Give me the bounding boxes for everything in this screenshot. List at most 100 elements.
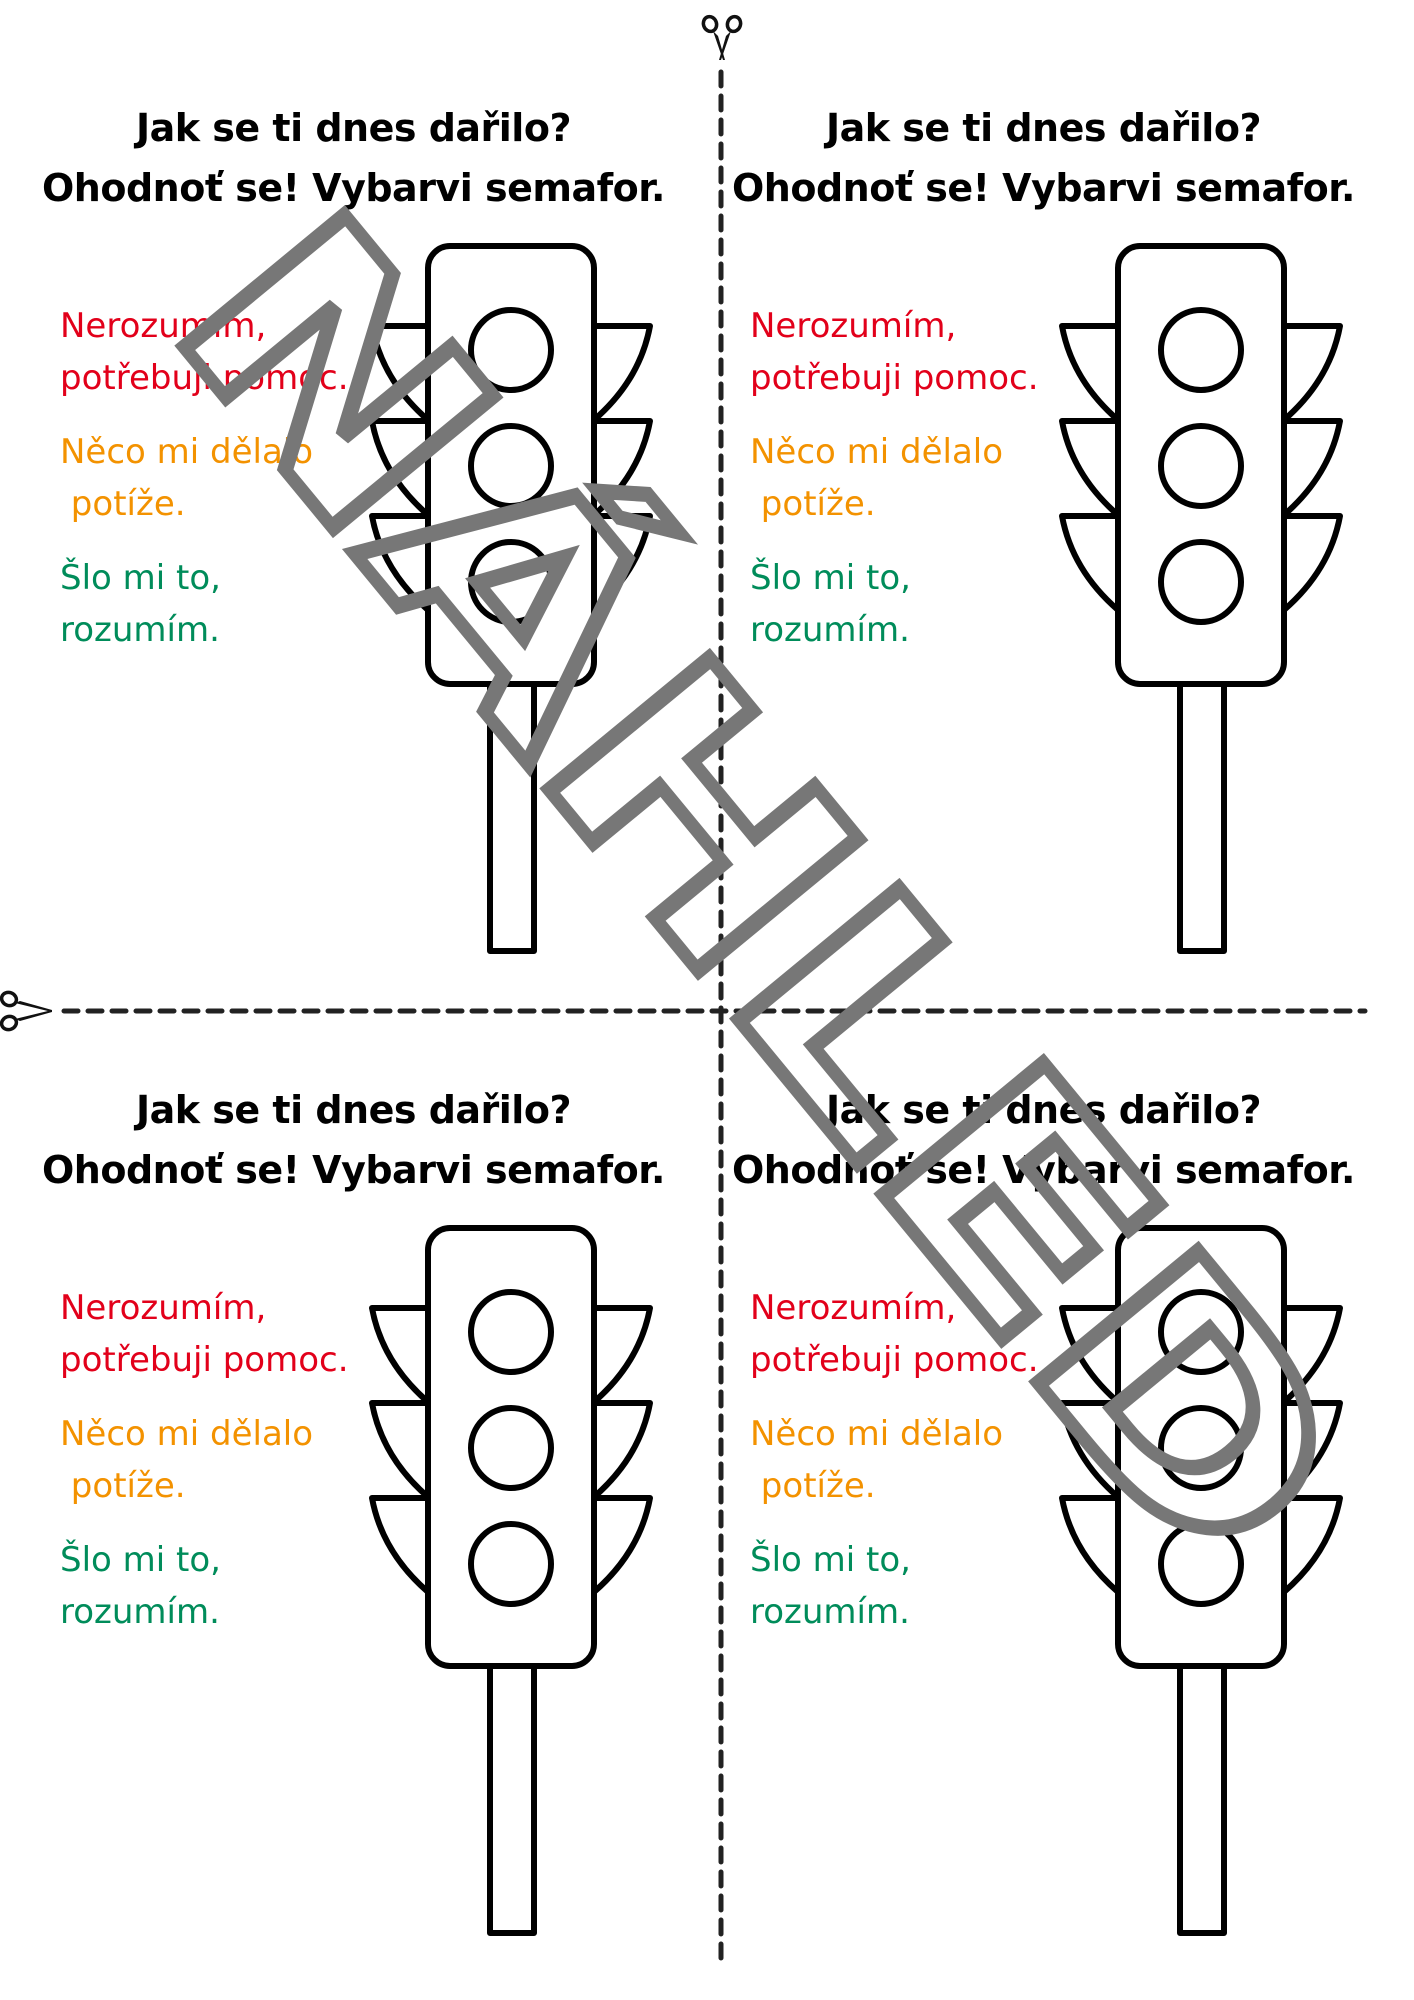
- visor-right-3: [1281, 1495, 1343, 1595]
- worksheet-card-top-left: Jak se ti dnes dařilo? Ohodnoť se! Vybar…: [0, 0, 707, 980]
- visor-left-2: [1059, 418, 1121, 518]
- label-green-line-2: rozumím.: [60, 610, 220, 650]
- light-green: [468, 1521, 554, 1607]
- light-orange: [1158, 423, 1244, 509]
- light-red: [468, 1289, 554, 1375]
- label-green-line-1: Šlo mi to,: [60, 558, 221, 598]
- label-orange: Něco mi dělalo potíže.: [750, 426, 1039, 530]
- light-red: [1158, 307, 1244, 393]
- label-orange-line-2: potíže.: [60, 1466, 186, 1506]
- visor-left-2: [369, 1400, 431, 1500]
- label-orange: Něco mi dělalo potíže.: [750, 1408, 1039, 1512]
- light-red: [1158, 1289, 1244, 1375]
- card-title: Jak se ti dnes dařilo? Ohodnoť se! Vybar…: [0, 98, 707, 218]
- label-orange-line-1: Něco mi dělalo: [60, 432, 314, 472]
- title-line-2: Ohodnoť se! Vybarvi semafor.: [42, 166, 665, 210]
- light-orange: [1158, 1405, 1244, 1491]
- label-red-line-1: Nerozumím,: [750, 306, 957, 346]
- light-green: [1158, 1521, 1244, 1607]
- label-green: Šlo mi to, rozumím.: [60, 552, 349, 656]
- visor-left-3: [369, 1495, 431, 1595]
- label-green: Šlo mi to, rozumím.: [750, 552, 1039, 656]
- visor-right-3: [1281, 513, 1343, 613]
- label-red-line-2: potřebuji pomoc.: [750, 358, 1039, 398]
- label-red: Nerozumím, potřebuji pomoc.: [60, 300, 349, 404]
- traffic-light-icon: [369, 1225, 653, 1936]
- label-red: Nerozumím, potřebuji pomoc.: [750, 300, 1039, 404]
- visor-left-2: [369, 418, 431, 518]
- label-orange-line-1: Něco mi dělalo: [750, 432, 1004, 472]
- pole: [487, 681, 537, 954]
- label-red-line-2: potřebuji pomoc.: [60, 358, 349, 398]
- label-green-line-1: Šlo mi to,: [750, 558, 911, 598]
- light-green: [1158, 539, 1244, 625]
- worksheet-card-bottom-right: Jak se ti dnes dařilo? Ohodnoť se! Vybar…: [690, 982, 1397, 1962]
- visor-right-3: [591, 1495, 653, 1595]
- pole: [1177, 681, 1227, 954]
- rating-labels: Nerozumím, potřebuji pomoc. Něco mi děla…: [60, 300, 349, 678]
- visor-left-1: [1059, 323, 1121, 423]
- visor-left-3: [369, 513, 431, 613]
- label-red: Nerozumím, potřebuji pomoc.: [750, 1282, 1039, 1386]
- traffic-light-icon: [1059, 243, 1343, 954]
- visor-right-1: [591, 1305, 653, 1405]
- rating-labels: Nerozumím, potřebuji pomoc. Něco mi děla…: [60, 1282, 349, 1660]
- title-line-1: Jak se ti dnes dařilo?: [136, 1088, 571, 1132]
- label-green-line-2: rozumím.: [750, 1592, 910, 1632]
- visor-left-3: [1059, 513, 1121, 613]
- label-red: Nerozumím, potřebuji pomoc.: [60, 1282, 349, 1386]
- label-orange-line-1: Něco mi dělalo: [60, 1414, 314, 1454]
- label-red-line-2: potřebuji pomoc.: [60, 1340, 349, 1380]
- label-red-line-1: Nerozumím,: [60, 1288, 267, 1328]
- label-red-line-1: Nerozumím,: [750, 1288, 957, 1328]
- card-title: Jak se ti dnes dařilo? Ohodnoť se! Vybar…: [690, 1080, 1397, 1200]
- visor-left-1: [369, 1305, 431, 1405]
- label-orange-line-2: potíže.: [750, 1466, 876, 1506]
- label-green-line-1: Šlo mi to,: [750, 1540, 911, 1580]
- rating-labels: Nerozumím, potřebuji pomoc. Něco mi děla…: [750, 300, 1039, 678]
- visor-right-1: [1281, 1305, 1343, 1405]
- title-line-1: Jak se ti dnes dařilo?: [826, 106, 1261, 150]
- label-green-line-2: rozumím.: [750, 610, 910, 650]
- label-orange-line-2: potíže.: [60, 484, 186, 524]
- rating-labels: Nerozumím, potřebuji pomoc. Něco mi děla…: [750, 1282, 1039, 1660]
- scissors-icon: [701, 14, 743, 60]
- light-red: [468, 307, 554, 393]
- visor-right-1: [591, 323, 653, 423]
- label-orange: Něco mi dělalo potíže.: [60, 1408, 349, 1512]
- light-orange: [468, 1405, 554, 1491]
- label-red-line-1: Nerozumím,: [60, 306, 267, 346]
- visor-right-3: [591, 513, 653, 613]
- scissors-icon: [0, 990, 52, 1032]
- label-green-line-2: rozumím.: [60, 1592, 220, 1632]
- title-line-2: Ohodnoť se! Vybarvi semafor.: [732, 1148, 1355, 1192]
- card-title: Jak se ti dnes dařilo? Ohodnoť se! Vybar…: [690, 98, 1397, 218]
- light-green: [468, 539, 554, 625]
- label-orange: Něco mi dělalo potíže.: [60, 426, 349, 530]
- label-red-line-2: potřebuji pomoc.: [750, 1340, 1039, 1380]
- traffic-light-icon: [369, 243, 653, 954]
- visor-left-1: [369, 323, 431, 423]
- label-green: Šlo mi to, rozumím.: [60, 1534, 349, 1638]
- pole: [1177, 1663, 1227, 1936]
- label-green: Šlo mi to, rozumím.: [750, 1534, 1039, 1638]
- worksheet-card-top-right: Jak se ti dnes dařilo? Ohodnoť se! Vybar…: [690, 0, 1397, 980]
- visor-right-2: [1281, 418, 1343, 518]
- title-line-1: Jak se ti dnes dařilo?: [826, 1088, 1261, 1132]
- visor-left-1: [1059, 1305, 1121, 1405]
- visor-right-2: [591, 418, 653, 518]
- visor-left-2: [1059, 1400, 1121, 1500]
- worksheet-card-bottom-left: Jak se ti dnes dařilo? Ohodnoť se! Vybar…: [0, 982, 707, 1962]
- label-orange-line-1: Něco mi dělalo: [750, 1414, 1004, 1454]
- visor-left-3: [1059, 1495, 1121, 1595]
- pole: [487, 1663, 537, 1936]
- title-line-1: Jak se ti dnes dařilo?: [136, 106, 571, 150]
- label-green-line-1: Šlo mi to,: [60, 1540, 221, 1580]
- label-orange-line-2: potíže.: [750, 484, 876, 524]
- visor-right-1: [1281, 323, 1343, 423]
- visor-right-2: [1281, 1400, 1343, 1500]
- title-line-2: Ohodnoť se! Vybarvi semafor.: [732, 166, 1355, 210]
- traffic-light-icon: [1059, 1225, 1343, 1936]
- visor-right-2: [591, 1400, 653, 1500]
